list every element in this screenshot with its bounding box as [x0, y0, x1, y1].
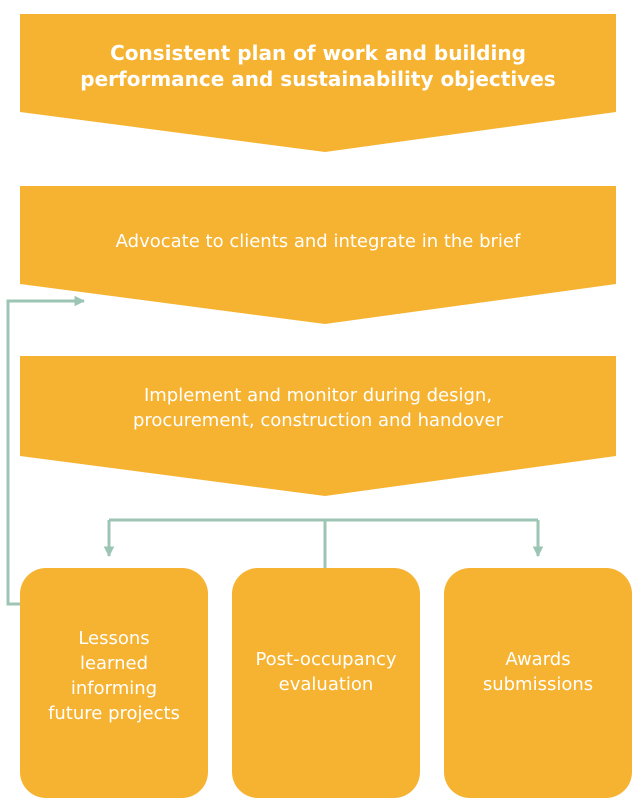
feedback-loop-arrow [6, 295, 86, 606]
step-3-text: Implement and monitor during design, pro… [132, 384, 503, 431]
outcome-post-occupancy-label: Post-occupancy evaluation [236, 642, 416, 702]
step-2-label: Advocate to clients and integrate in the… [20, 222, 616, 262]
outcome-box-awards [444, 568, 632, 798]
step-2-chevron [20, 186, 616, 324]
step-1-chevron [20, 14, 616, 152]
step-3-label: Implement and monitor during design, pro… [20, 376, 616, 440]
outcome-box-lessons [20, 568, 208, 798]
outcome-awards-label: Awards submissions [448, 642, 628, 702]
outcome-lessons-text: Lessons learned informing future project… [48, 627, 180, 725]
step-3-chevron [20, 356, 616, 496]
outcome-awards-text: Awards submissions [482, 648, 594, 695]
step-2-text: Advocate to clients and integrate in the… [115, 231, 521, 253]
outcome-post-occupancy-text: Post-occupancy evaluation [255, 648, 397, 695]
branch-connector [103, 518, 544, 570]
outcome-lessons-label: Lessons learned informing future project… [24, 620, 204, 732]
step-1-text: Consistent plan of work and building per… [80, 41, 556, 91]
step-1-label: Consistent plan of work and building per… [20, 34, 616, 98]
outcome-box-post-occupancy [232, 568, 420, 798]
